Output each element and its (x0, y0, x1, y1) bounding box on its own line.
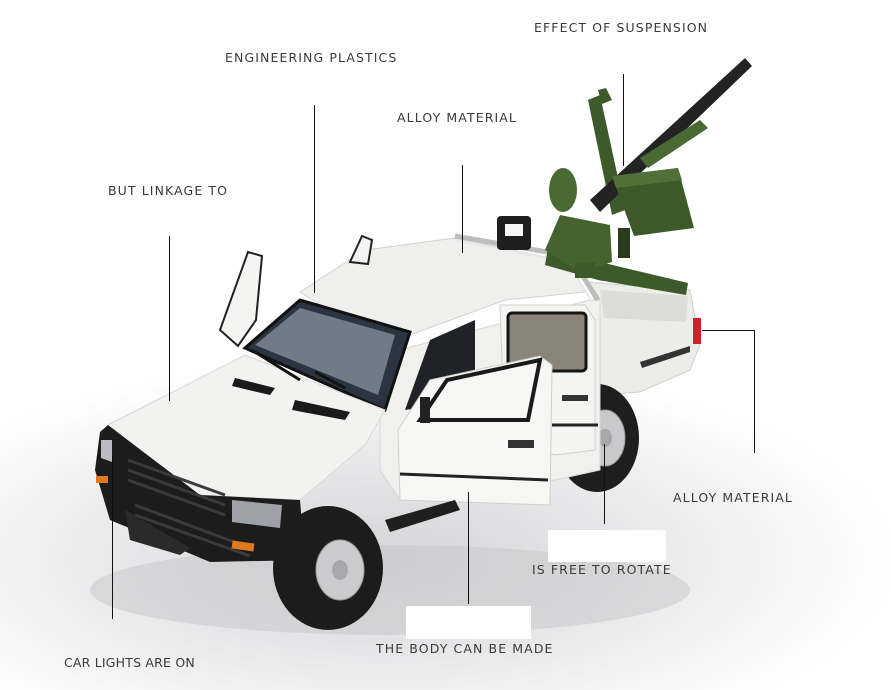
suspension-callout-line (623, 74, 624, 166)
callout-label-lights: CAR LIGHTS ARE ON (64, 655, 195, 670)
callout-label-suspension: EFFECT OF SUSPENSION (534, 20, 709, 35)
tail-light (693, 318, 701, 344)
machine-gun (545, 58, 752, 295)
grille (127, 458, 251, 558)
alloy-right-callout-vline (754, 330, 755, 453)
front-wheel (273, 506, 383, 630)
linkage-callout-line (169, 236, 170, 401)
alloy-top-callout-line (462, 165, 463, 253)
callout-label-linkage: BUT LINKAGE TO (108, 183, 229, 198)
lights-callout-line (112, 456, 113, 619)
callout-label-alloy-right: ALLOY MATERIAL (673, 490, 793, 505)
side-mirror (420, 397, 430, 423)
blank-label-box (548, 530, 666, 562)
right-headlight (232, 500, 282, 528)
rotate-callout-line (604, 444, 605, 524)
blank-label-box (406, 606, 531, 639)
left-headlight (101, 440, 112, 462)
callout-label-alloy-top: ALLOY MATERIAL (397, 110, 517, 125)
gun-barrel (590, 58, 752, 212)
callout-label-rotate: IS FREE TO ROTATE (532, 562, 672, 577)
callout-label-body: THE BODY CAN BE MADE (376, 641, 554, 656)
alloy-right-callout-hline (702, 330, 755, 331)
plastics-callout-line (314, 105, 315, 293)
front-door-open (397, 355, 553, 506)
callout-label-plastics: ENGINEERING PLASTICS (225, 50, 398, 65)
body-callout-line (468, 492, 469, 604)
